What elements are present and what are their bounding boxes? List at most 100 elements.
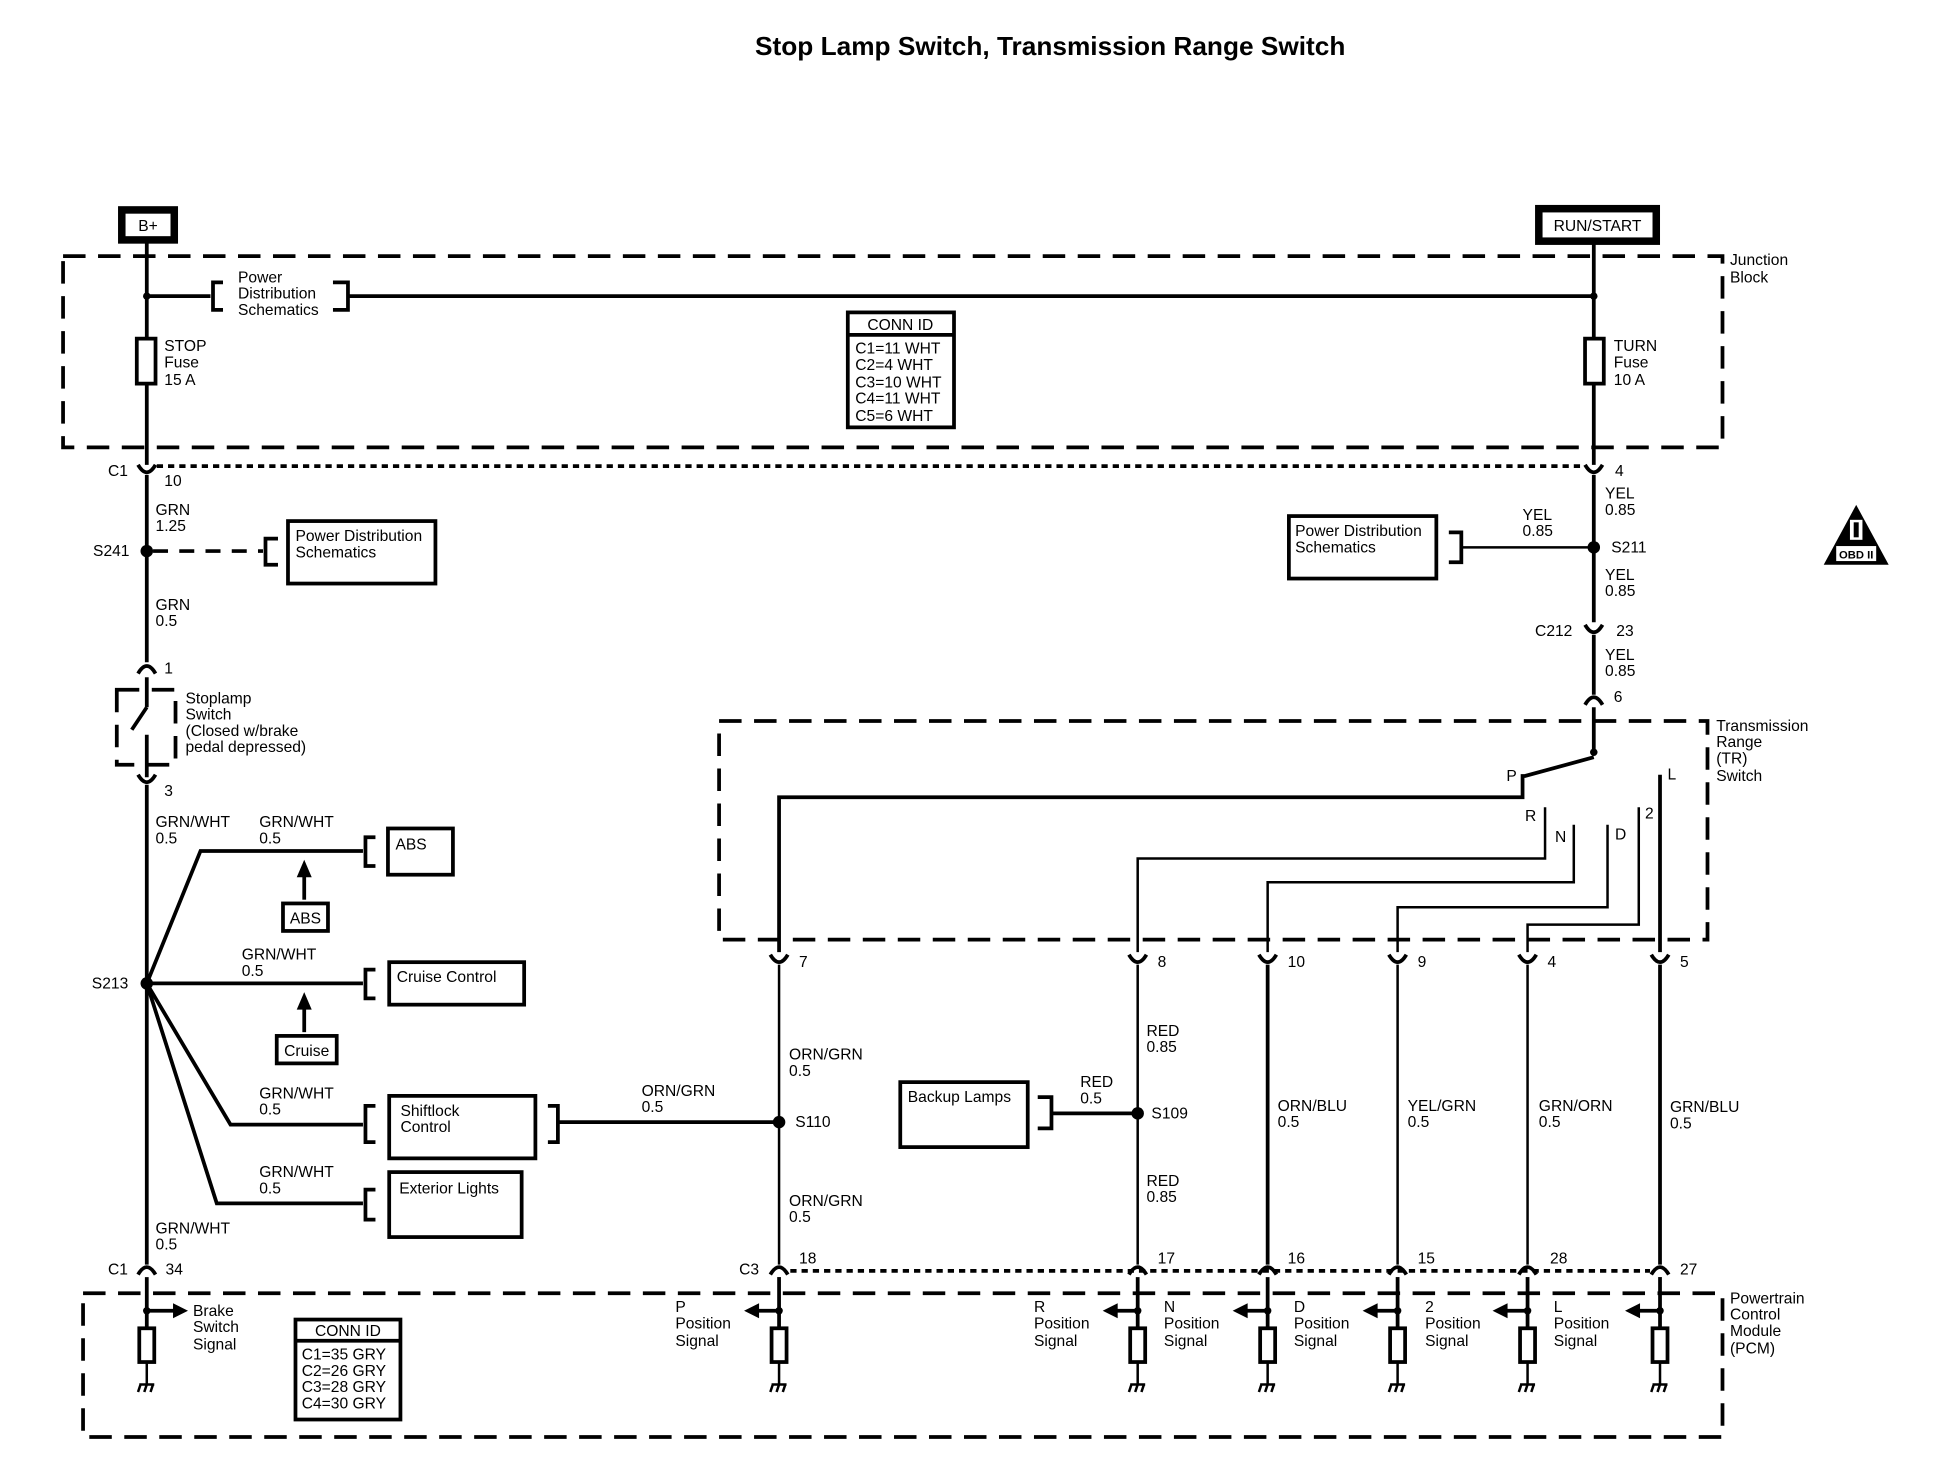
pds-bracket-left xyxy=(211,280,224,312)
s241-pds-bracket xyxy=(263,536,278,567)
jb-pds-ref[interactable]: Power Distribution Schematics xyxy=(238,269,320,318)
p-ground-icon xyxy=(769,1383,787,1393)
branch-exterior-wire-label: GRN/WHT 0.5 xyxy=(259,1164,338,1197)
p-signal-arrow-icon xyxy=(744,1303,760,1319)
s213-label: S213 xyxy=(92,975,128,992)
tr-output-pins: 7 8 10 9 4 5 xyxy=(768,953,1689,971)
pcm-pin-17: 17 xyxy=(1158,1250,1175,1267)
pcm-c3-label: C3 xyxy=(739,1262,759,1279)
tr-contact-2: 2 xyxy=(1645,805,1654,822)
stoplamp-switch-outline xyxy=(114,687,178,767)
tr-pin-6-connector-icon xyxy=(1583,695,1605,706)
shiftlock-bracket-left xyxy=(363,1104,376,1144)
tr-switch-label: Transmission Range (TR) Switch xyxy=(1716,718,1813,785)
2-wire-label: GRN/ORN 0.5 xyxy=(1539,1098,1617,1131)
l-ground-icon xyxy=(1650,1383,1668,1393)
tr-contact-n: N xyxy=(1555,829,1566,846)
brake-signal-arrow-icon xyxy=(173,1303,189,1319)
battery-source: B+ xyxy=(118,206,179,244)
pds-bracket-right xyxy=(332,280,350,312)
battery-label: B+ xyxy=(138,218,158,235)
cruise-control-box[interactable] xyxy=(387,960,527,1007)
wire-grn-125: GRN 1.25 xyxy=(156,502,195,535)
c212-pin: 23 xyxy=(1616,623,1633,640)
abs-bracket xyxy=(363,835,376,868)
tr-pin-7: 7 xyxy=(799,954,808,971)
tr-contact-p-wire xyxy=(777,755,1595,953)
d-wire-label: YEL/GRN 0.5 xyxy=(1408,1098,1481,1131)
brake-pull-resistor-icon xyxy=(137,1326,157,1364)
branch-cruise-wire-label: GRN/WHT 0.5 xyxy=(242,947,321,980)
obd-badge-text: OBD II xyxy=(1839,550,1873,562)
d-signal-arrow-icon xyxy=(1362,1303,1378,1319)
2-ground-icon xyxy=(1517,1383,1536,1393)
stoplamp-pin-1-icon xyxy=(136,664,158,675)
s109-label: S109 xyxy=(1151,1105,1187,1122)
wire-yel-2: YEL 0.85 xyxy=(1605,567,1639,600)
stoplamp-pin-1: 1 xyxy=(164,661,173,678)
2-pull-resistor-icon xyxy=(1518,1326,1537,1364)
p-position-signal-label: P Position Signal xyxy=(675,1299,735,1350)
abs-ref-box[interactable] xyxy=(281,901,330,933)
s211-pds-box[interactable] xyxy=(1287,514,1439,581)
ignition-source: RUN/START xyxy=(1535,204,1661,245)
r-ground-icon xyxy=(1127,1383,1146,1393)
tr-contact-r-wire xyxy=(1136,807,1547,953)
cruise-bracket xyxy=(363,967,376,1001)
s211-pds-label: Power Distribution Schematics xyxy=(1295,523,1426,556)
s110-label: S110 xyxy=(795,1114,831,1131)
shiftlock-control-box[interactable] xyxy=(387,1094,538,1161)
l-signal-arrow-icon xyxy=(1625,1303,1641,1319)
tr-contact-2-wire xyxy=(1526,807,1641,953)
pcm-connector-pins: C1 34 C3 18 17 16 15 28 27 xyxy=(108,1250,1697,1278)
stoplamp-switch-label: Stoplamp Switch (Closed w/brake pedal de… xyxy=(186,691,307,757)
abs-box-label: ABS xyxy=(395,837,426,854)
bus-node-right xyxy=(1590,292,1598,300)
d-position-signal-label: D Position Signal xyxy=(1294,1299,1354,1350)
exterior-lights-label: Exterior Lights xyxy=(399,1180,499,1197)
s241-pds-box[interactable] xyxy=(286,519,438,586)
n-pull-resistor-icon xyxy=(1258,1326,1278,1364)
c1-label: C1 xyxy=(108,463,128,480)
tr-pin-10: 10 xyxy=(1288,954,1306,971)
wire-grn-05: GRN 0.5 xyxy=(156,597,195,630)
r-wire-upper-label: RED 0.85 xyxy=(1146,1023,1183,1056)
tr-pin-5: 5 xyxy=(1680,954,1689,971)
turn-fuse-label: TURN Fuse 10 A xyxy=(1614,338,1662,389)
jb-conn-id-header: CONN ID xyxy=(867,317,933,334)
jb-pin-4-connector-icon xyxy=(1583,463,1605,475)
pcm-pin-16: 16 xyxy=(1288,1250,1305,1267)
c1-10-connector-icon xyxy=(136,463,158,475)
shiftlock-control-label: Shiftlock Control xyxy=(400,1103,463,1136)
branch-exterior-wire xyxy=(144,982,363,1206)
s211-pds-bracket xyxy=(1448,530,1464,565)
exterior-lights-box[interactable] xyxy=(387,1170,524,1239)
pcm-conn-id-header: CONN ID xyxy=(315,1323,381,1340)
splice-s110 xyxy=(772,1115,786,1129)
shiftlock-bracket-right xyxy=(547,1104,560,1144)
d-ground-icon xyxy=(1387,1383,1406,1393)
backup-lamps-wire-label: RED 0.5 xyxy=(1080,1074,1117,1107)
cruise-ref-box[interactable] xyxy=(274,1034,339,1066)
tr-contact-r: R xyxy=(1525,808,1536,825)
branch-shiftlock-wire xyxy=(145,982,363,1127)
s241-label: S241 xyxy=(93,543,129,560)
c212-connector-icon xyxy=(1583,623,1605,635)
abs-box[interactable] xyxy=(386,826,455,877)
tr-pin-8: 8 xyxy=(1158,954,1167,971)
tr-pin-4: 4 xyxy=(1548,954,1557,971)
diagram-title: Stop Lamp Switch, Transmission Range Swi… xyxy=(755,31,1345,61)
stoplamp-switch-blade xyxy=(130,706,149,731)
backup-lamps-box[interactable] xyxy=(898,1080,1030,1149)
exterior-bracket xyxy=(363,1187,376,1222)
tr-pin-6: 6 xyxy=(1614,689,1623,706)
ignition-label: RUN/START xyxy=(1554,218,1642,235)
obd-ii-badge-icon: OBD II xyxy=(1823,504,1889,565)
tr-common-pivot xyxy=(1590,748,1598,756)
wire-yel-branch: YEL 0.85 xyxy=(1523,507,1557,540)
junction-block-outline xyxy=(61,254,1725,450)
2-signal-arrow-icon xyxy=(1492,1303,1508,1319)
abs-ref-label: ABS xyxy=(290,910,321,927)
n-wire-label: ORN/BLU 0.5 xyxy=(1278,1098,1352,1131)
